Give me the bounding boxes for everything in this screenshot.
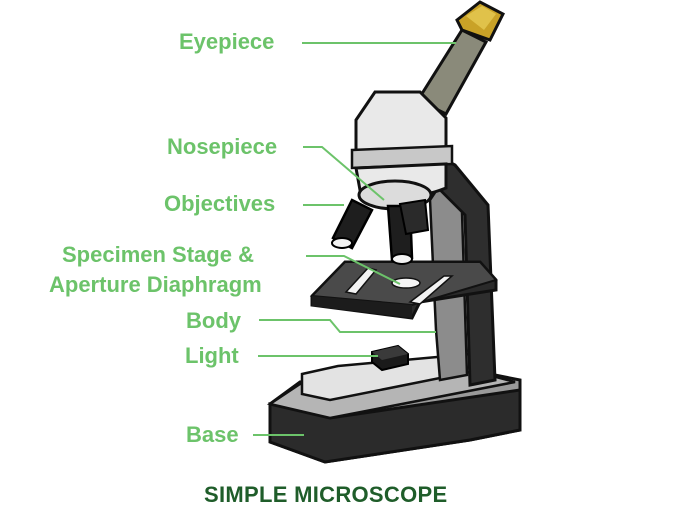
eyepiece-shape — [415, 0, 506, 116]
objectives-shape — [331, 198, 430, 265]
base-shape — [266, 352, 522, 464]
label-specimen-stage: Specimen Stage & — [62, 242, 254, 267]
label-body: Body — [186, 308, 241, 333]
label-base: Base — [186, 422, 239, 447]
light-shape — [371, 344, 409, 372]
leader-stage — [306, 255, 401, 285]
head-shape — [350, 90, 454, 199]
label-nosepiece: Nosepiece — [167, 134, 278, 159]
leader-body — [259, 319, 436, 333]
leader-nosepiece — [303, 146, 385, 201]
label-aperture-diaphragm: Aperture Diaphragm — [49, 272, 262, 297]
label-light: Light — [185, 343, 239, 368]
leader-lines — [253, 42, 456, 436]
label-eyepiece: Eyepiece — [179, 29, 275, 54]
diagram-title: SIMPLE MICROSCOPE — [204, 482, 448, 507]
stage-shape — [309, 260, 498, 320]
label-objectives: Objectives — [164, 191, 276, 216]
